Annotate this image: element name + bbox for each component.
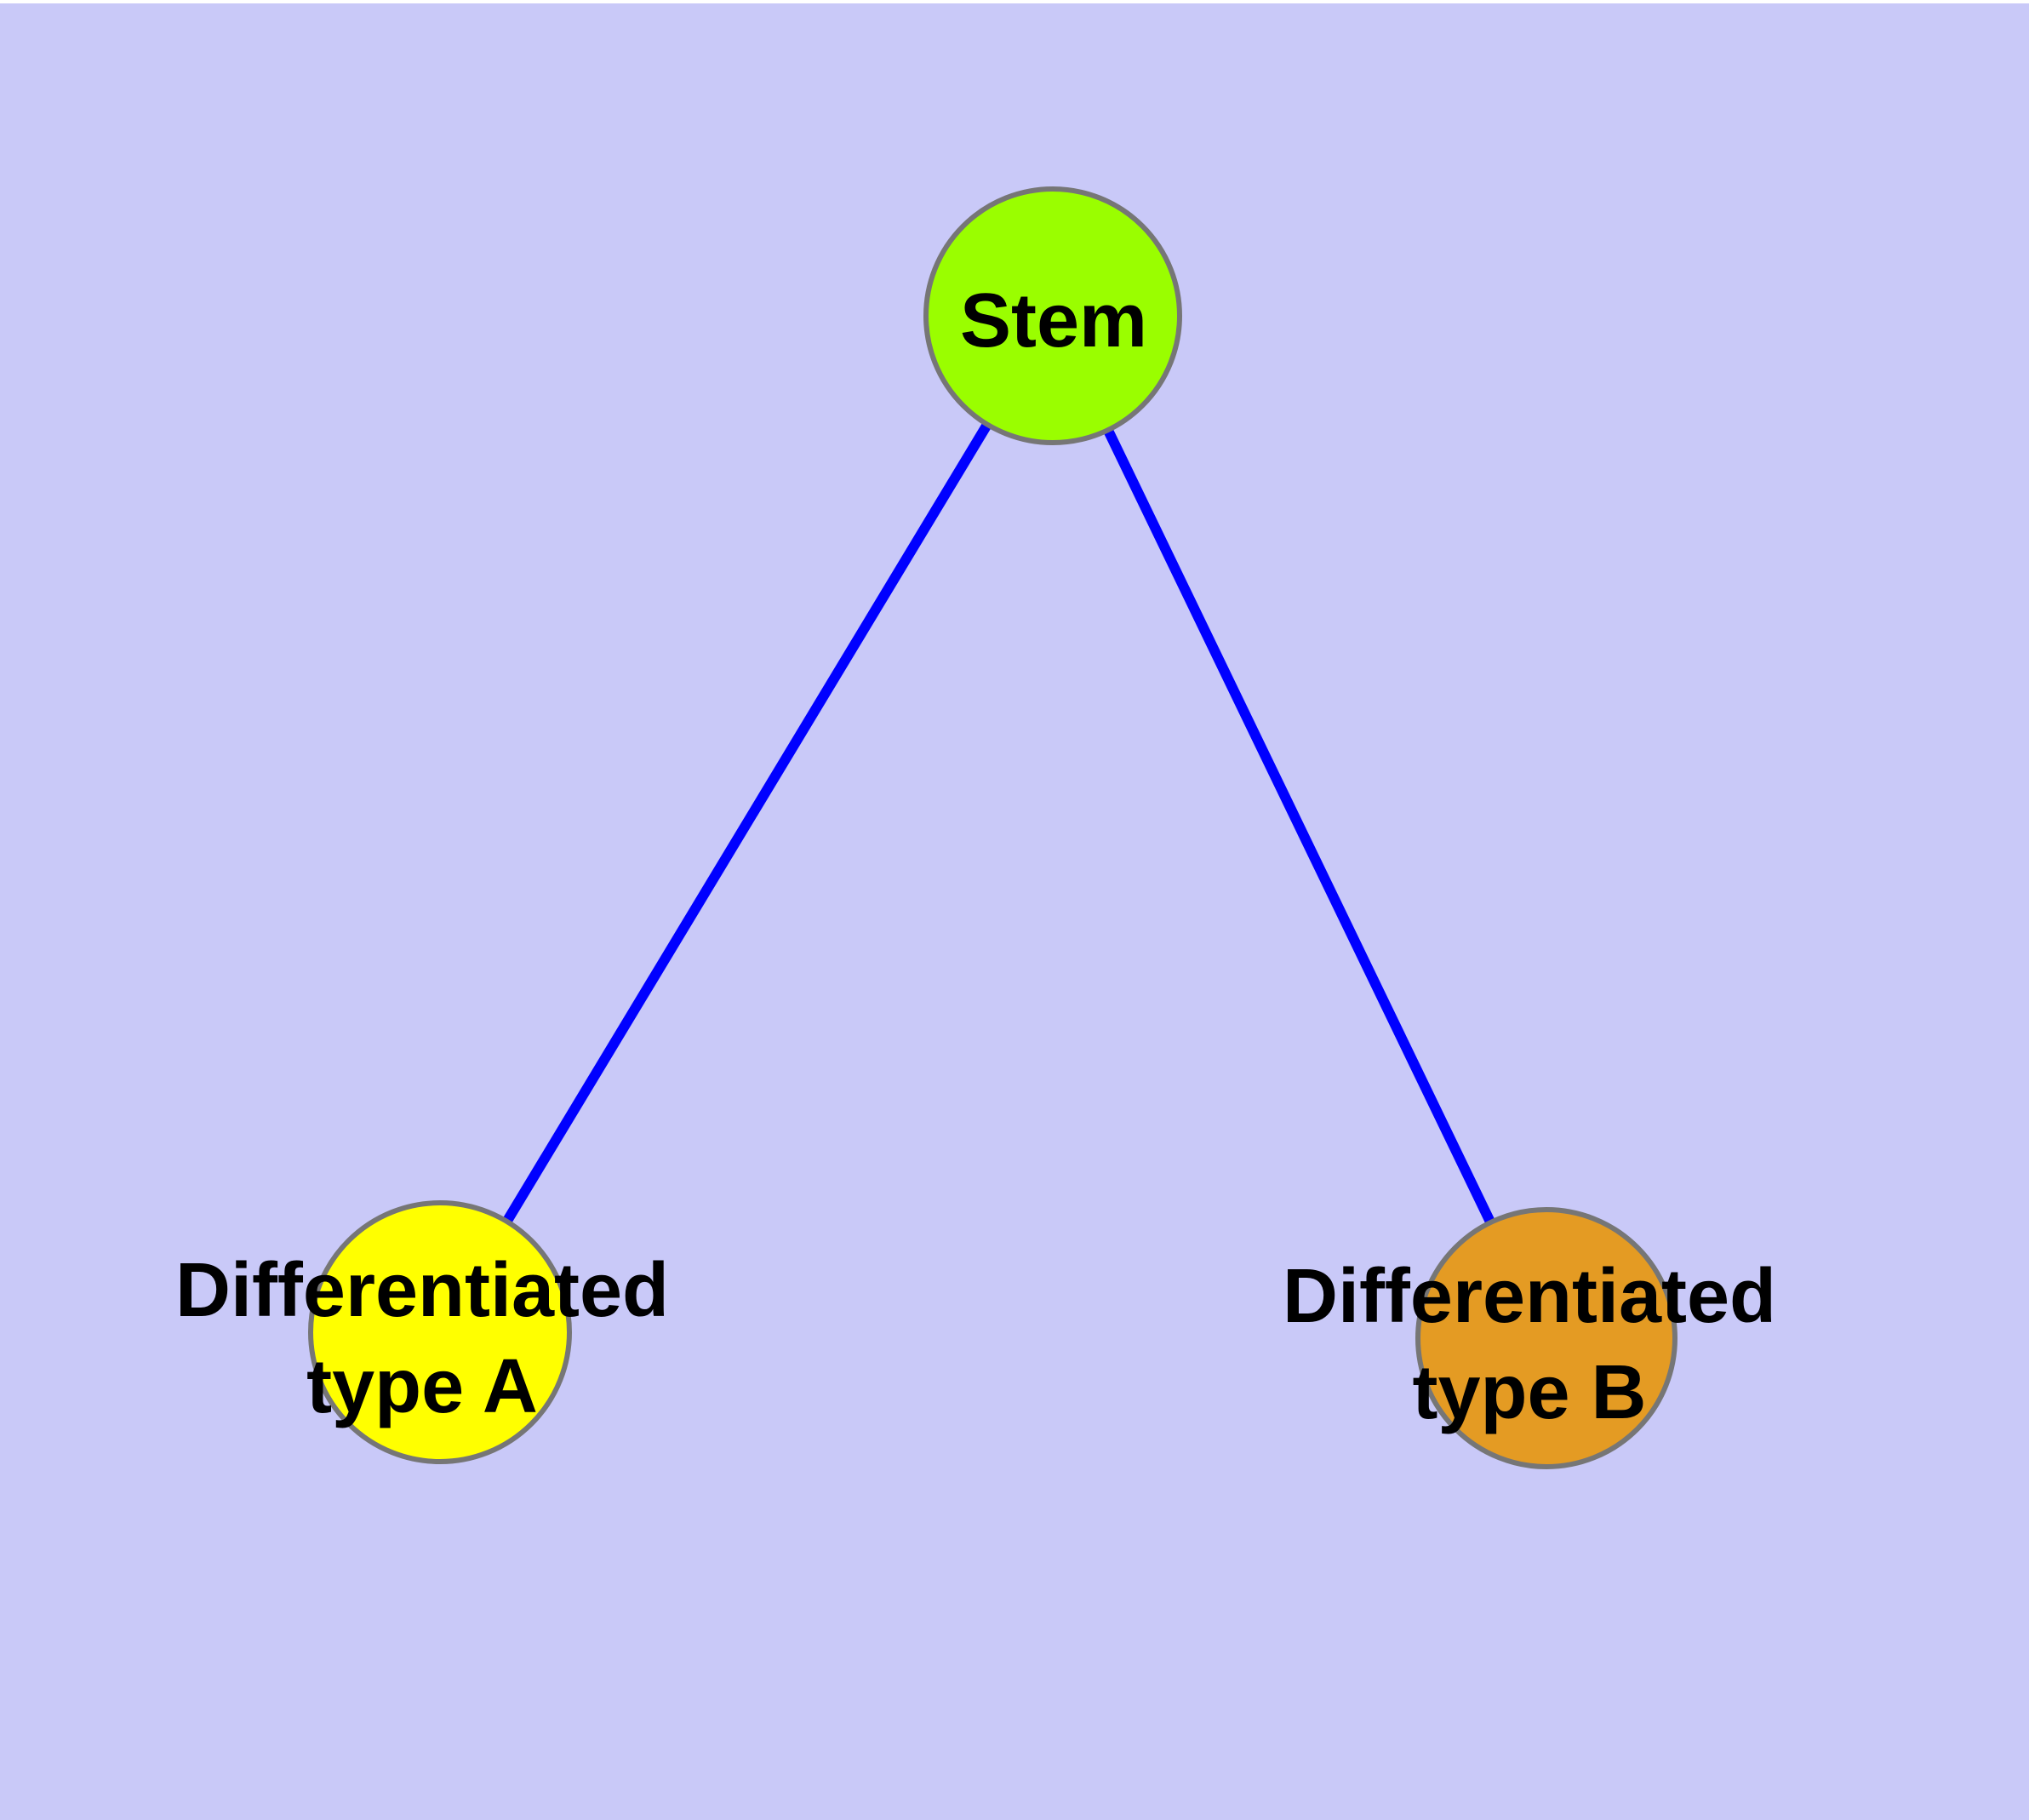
node-stem-circle <box>923 186 1182 445</box>
node-stem-label: Stem <box>960 278 1147 363</box>
node-diff-b-circle <box>1415 1207 1677 1469</box>
node-diff-a-circle <box>308 1200 572 1464</box>
edge-stem-to-diff-b <box>1048 313 1552 1341</box>
edge-stem-to-diff-a <box>435 312 1058 1336</box>
